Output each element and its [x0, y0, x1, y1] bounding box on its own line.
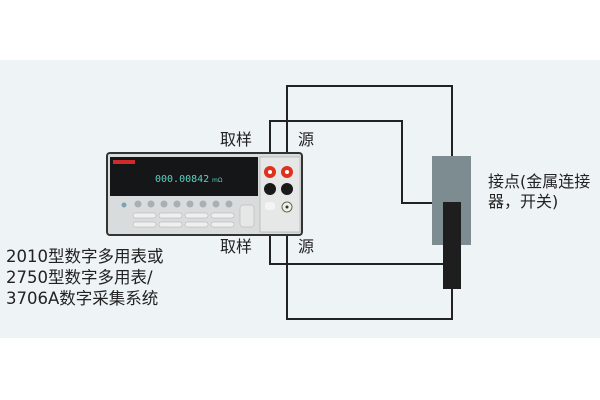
brand-logo [113, 160, 135, 164]
label-source-top: 源 [298, 130, 315, 149]
front-buttons [121, 200, 255, 228]
description-line: 2010型数字多用表或 [6, 247, 164, 266]
contact-label-line: 器，开关) [488, 192, 559, 211]
instrument-description: 2010型数字多用表或 2750型数字多用表/ 3706A数字采集系统 [6, 246, 164, 309]
display-reading: 000.00842 [155, 174, 209, 185]
wire-source-bottom [286, 235, 453, 320]
label-sense-bottom: 取样 [220, 237, 253, 256]
wire-source-top [286, 85, 453, 156]
description-line: 2750型数字多用表/ [6, 268, 153, 287]
label-sense-top: 取样 [220, 130, 253, 149]
terminal-black-1 [264, 183, 276, 195]
contact-inner-bar [443, 202, 461, 289]
description-line: 3706A数字采集系统 [6, 289, 159, 308]
display-unit: mΩ [212, 177, 223, 184]
wire-sense-top [269, 120, 432, 204]
terminal-black-2 [281, 183, 293, 195]
contact-label-line: 接点(金属连接 [488, 172, 591, 191]
label-source-bottom: 源 [298, 237, 315, 256]
multimeter: 000.00842 mΩ [106, 152, 303, 236]
contact-label: 接点(金属连接 器，开关) [488, 172, 590, 212]
wire-sense-bottom [269, 235, 443, 265]
